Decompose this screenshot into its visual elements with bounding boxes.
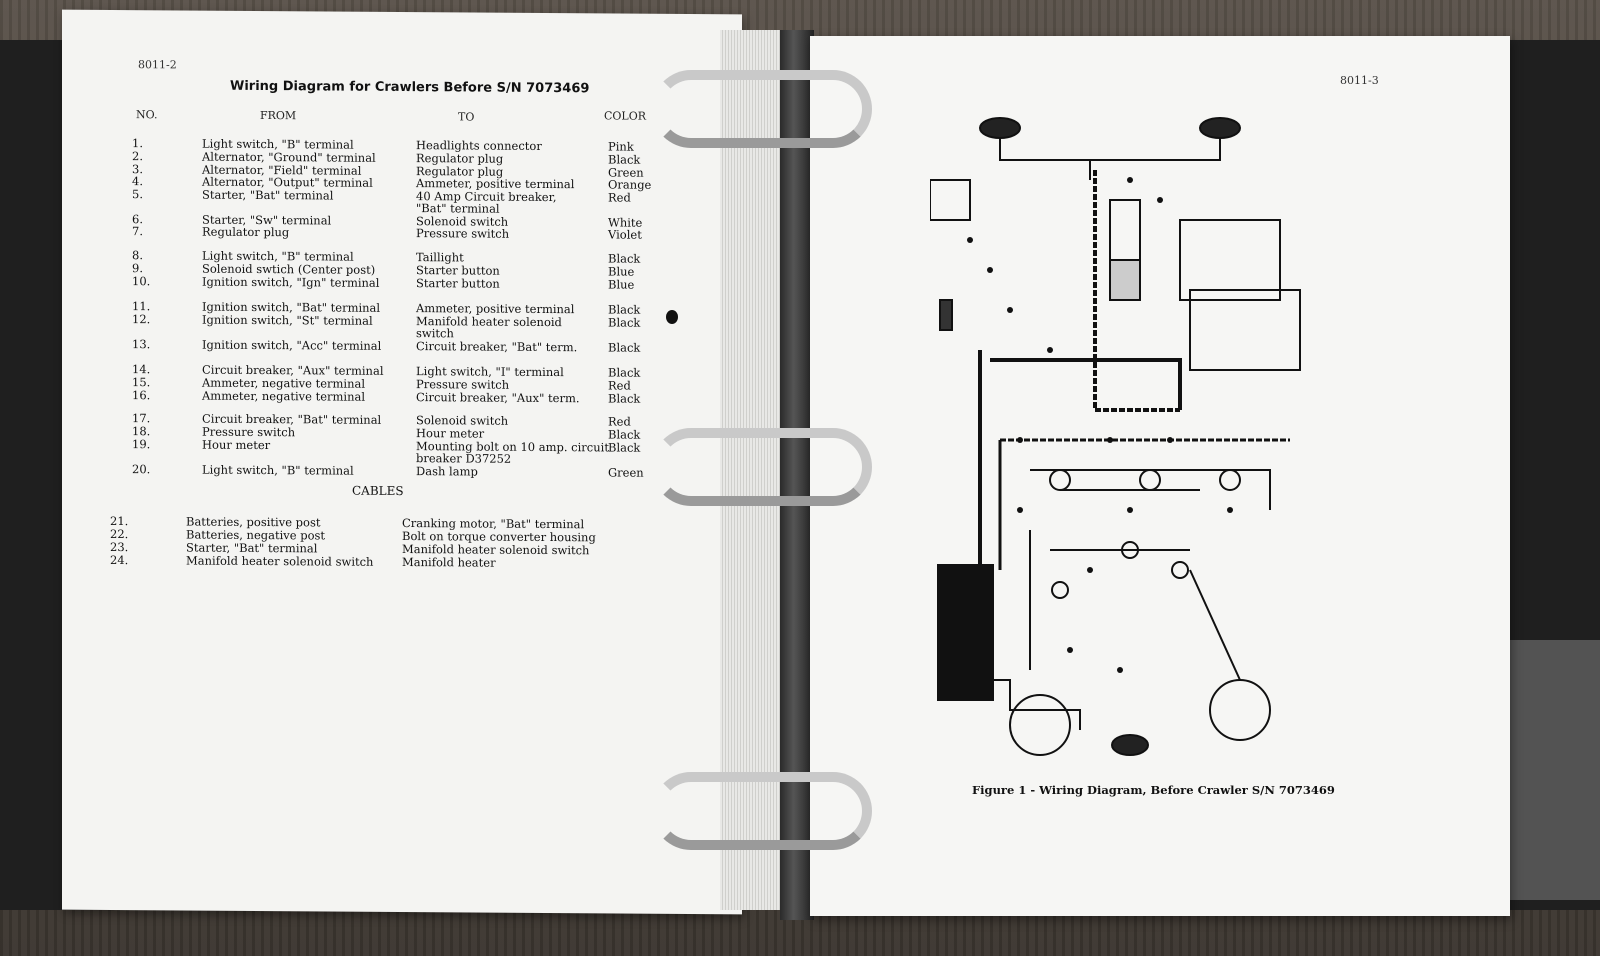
cables-heading: CABLES bbox=[352, 483, 404, 499]
wire-color: Black bbox=[608, 391, 641, 406]
wire-number: 2. bbox=[132, 149, 143, 164]
wire-number: 16. bbox=[132, 388, 151, 403]
hour-meter bbox=[1049, 469, 1071, 491]
cable-number: 23. bbox=[110, 539, 129, 555]
wire-color: Black bbox=[608, 315, 641, 330]
circuit-breaker-10amp bbox=[1121, 541, 1139, 559]
wire-number: 11. bbox=[132, 299, 151, 314]
starter bbox=[1109, 259, 1141, 301]
binder-spine bbox=[780, 30, 814, 920]
wire-number: 9. bbox=[132, 261, 143, 276]
wire-to: Starter button bbox=[416, 276, 500, 291]
wire-number: 15. bbox=[132, 375, 151, 390]
taillight bbox=[1111, 734, 1149, 756]
binder-ring-middle bbox=[652, 428, 872, 506]
left-page-number: 8011-2 bbox=[138, 58, 177, 72]
wire-from: Hour meter bbox=[202, 437, 271, 453]
wire-to: Pressure switch bbox=[416, 226, 510, 241]
left-page: 8011-2 Wiring Diagram for Crawlers Befor… bbox=[62, 9, 742, 915]
wire-number: 5. bbox=[132, 187, 143, 202]
batteries bbox=[937, 564, 994, 701]
wire-from: Light switch, "B" terminal bbox=[202, 462, 354, 478]
wire-color: Red bbox=[608, 190, 631, 205]
wire-number: 13. bbox=[132, 337, 151, 352]
cable-number: 22. bbox=[110, 526, 129, 542]
wiring-diagram bbox=[930, 117, 1301, 756]
wire-color: Green bbox=[608, 465, 644, 480]
cranking-motor bbox=[1009, 694, 1071, 756]
wire-number: 10. bbox=[132, 274, 151, 289]
wire-from: Ammeter, negative terminal bbox=[202, 388, 366, 404]
wire-color: Black bbox=[608, 340, 641, 355]
wire-number: 7. bbox=[132, 224, 143, 239]
wire-number: 4. bbox=[132, 174, 143, 189]
wire-number: 19. bbox=[132, 437, 151, 452]
header-from: FROM bbox=[260, 109, 297, 123]
regulator bbox=[939, 299, 953, 331]
wire-to: Circuit breaker, "Aux" term. bbox=[416, 390, 580, 406]
wire-from: Ignition switch, "St" terminal bbox=[202, 312, 373, 328]
figure-caption: Figure 1 - Wiring Diagram, Before Crawle… bbox=[972, 783, 1335, 797]
left-headlight bbox=[979, 117, 1021, 139]
wire-color: Blue bbox=[608, 277, 635, 292]
ammeter bbox=[1219, 469, 1241, 491]
wire-number: 17. bbox=[132, 411, 151, 426]
wire-from: Ignition switch, "Acc" terminal bbox=[202, 337, 382, 353]
wire-to: Dash lamp bbox=[416, 464, 478, 479]
header-to: TO bbox=[458, 110, 475, 124]
wire-number: 12. bbox=[132, 312, 151, 327]
wire-from: Regulator plug bbox=[202, 224, 290, 240]
wire-color: Violet bbox=[608, 227, 642, 242]
binder-ring-top bbox=[652, 70, 872, 148]
alternator bbox=[930, 179, 971, 221]
page-title: Wiring Diagram for Crawlers Before S/N 7… bbox=[230, 78, 590, 97]
cable-to: Manifold heater bbox=[402, 555, 496, 570]
light-switch bbox=[1171, 561, 1189, 579]
header-color: COLOR bbox=[604, 109, 647, 123]
header-no: NO. bbox=[136, 108, 158, 122]
page-stack-edges bbox=[720, 30, 780, 910]
terminal-note-box bbox=[1179, 219, 1281, 301]
dash-gauge bbox=[1209, 679, 1271, 741]
cable-number: 21. bbox=[110, 513, 129, 529]
wire-to: Circuit breaker, "Bat" term. bbox=[416, 339, 578, 355]
wire-color: Black bbox=[608, 440, 641, 455]
circuit-breaker-box bbox=[1189, 289, 1301, 371]
cable-from: Manifold heater solenoid switch bbox=[186, 553, 374, 569]
ink-blot bbox=[666, 310, 678, 324]
wire-number: 8. bbox=[132, 248, 143, 263]
solenoid bbox=[1109, 199, 1141, 261]
wire-number: 14. bbox=[132, 362, 151, 377]
wire-from: Ignition switch, "Ign" terminal bbox=[202, 274, 380, 290]
wire-from: Starter, "Bat" terminal bbox=[202, 187, 334, 203]
right-page-number: 8011-3 bbox=[1340, 74, 1379, 87]
pressure-switch bbox=[1139, 469, 1161, 491]
wire-number: 1. bbox=[132, 136, 143, 151]
cable-number: 24. bbox=[110, 552, 129, 568]
wire-number: 20. bbox=[132, 462, 151, 477]
binder-ring-bottom bbox=[652, 772, 872, 850]
right-headlight bbox=[1199, 117, 1241, 139]
wire-number: 18. bbox=[132, 424, 151, 439]
ignition-switch bbox=[1051, 581, 1069, 599]
